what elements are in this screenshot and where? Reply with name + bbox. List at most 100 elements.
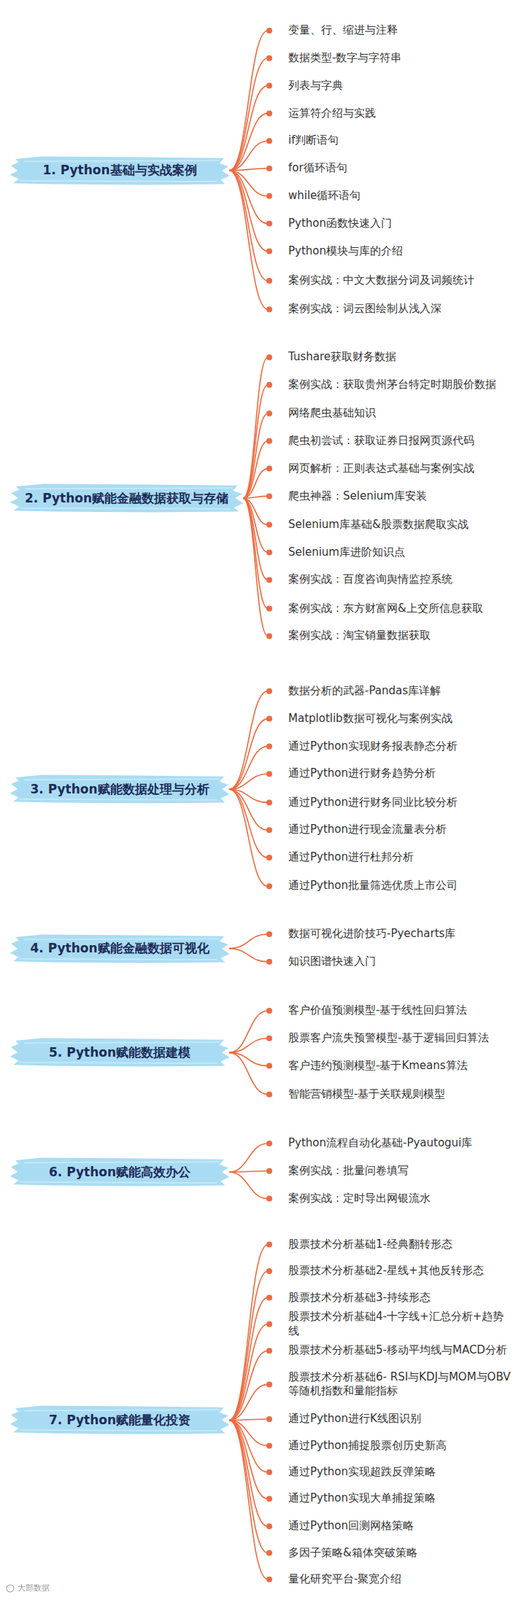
branch-curve: [243, 498, 268, 553]
subtopic-item: 股票技术分析基础3-持续形态: [267, 1290, 516, 1308]
subtopic-text: 通过Python批量筛选优质上市公司: [288, 879, 514, 895]
branch-dot: [266, 1550, 273, 1557]
branch-dot: [266, 716, 273, 723]
topic-title: 3. Python赋能数据处理与分析: [29, 781, 209, 799]
subtopic-text: 股票技术分析基础4-十字线+汇总分析+趋势线: [288, 1310, 514, 1340]
subtopic-text: 通过Python实现财务报表静态分析: [288, 740, 514, 755]
subtopic-item: 通过Python进行杜邦分析: [267, 849, 516, 868]
subtopic-item: 爬虫初尝试：获取证券日报网页源代码: [267, 432, 516, 451]
subtopic-text: Tushare获取财务数据: [288, 350, 514, 365]
topic-title: 4. Python赋能金融数据可视化: [29, 940, 209, 958]
subtopic-item: 股票技术分析基础1-经典翻转形态: [267, 1237, 516, 1255]
branch-dot: [266, 1577, 273, 1584]
subtopic-text: Selenium库进阶知识点: [288, 545, 514, 561]
subtopic-item: 通过Python批量筛选优质上市公司: [267, 877, 516, 896]
branch-curve: [229, 170, 268, 225]
branch-curve: [229, 1325, 268, 1422]
subtopic-text: 数据分析的武器-Pandas库详解: [288, 684, 514, 700]
branch-curve: [243, 498, 268, 609]
branch-dot: [266, 1008, 273, 1015]
subtopic-item: Matplotlib数据可视化与案例实战: [267, 710, 516, 729]
branch-curve: [229, 140, 268, 171]
branch-dot: [266, 493, 273, 500]
branch-dot: [266, 1092, 273, 1099]
subtopic-text: Selenium库基础&股票数据爬取实战: [288, 518, 514, 533]
branch-curve: [229, 691, 268, 790]
subtopic-text: 运算符介绍与实践: [288, 106, 514, 122]
branch-dot: [266, 466, 273, 473]
subtopic-item: 案例实战：淘宝销量数据获取: [267, 627, 516, 646]
subtopic-item: Python流程自动化基础-Pyautogui库: [267, 1135, 516, 1154]
branch-dot: [266, 438, 273, 445]
branch-dot: [266, 1036, 273, 1043]
branch-dot: [266, 1417, 273, 1424]
branch-dot: [266, 855, 273, 862]
branch-curve: [229, 719, 268, 791]
branch-dot: [266, 165, 273, 172]
subtopic-text: 多因子策略&箱体突破策略: [288, 1547, 514, 1562]
subtopic-item: 网页解析：正则表达式基础与案例实战: [267, 460, 516, 479]
subtopic-item: 通过Python进行K线图识别: [267, 1411, 516, 1429]
branch-curve: [229, 774, 268, 790]
branch-curve: [229, 1420, 268, 1554]
branch-dot: [266, 110, 273, 117]
subtopic-item: for循环语句: [267, 159, 516, 178]
subtopic-text: 爬虫初尝试：获取证券日报网页源代码: [288, 434, 514, 449]
subtopic-text: Python函数快速入门: [288, 216, 514, 232]
branch-curve: [229, 746, 268, 790]
subtopic-item: 运算符介绍与实践: [267, 105, 516, 123]
subtopic-text: 股票技术分析基础3-持续形态: [288, 1291, 514, 1307]
subtopic-text: 通过Python进行K线图识别: [288, 1412, 514, 1428]
branch-dot: [266, 688, 273, 695]
topic-band: 7. Python赋能量化投资: [8, 1404, 231, 1438]
subtopic-item: 通过Python捕捉股票创历史新高: [267, 1438, 516, 1456]
topic-band: 5. Python赋能数据建模: [8, 1036, 231, 1070]
subtopic-text: 客户价值预测模型-基于线性回归算法: [288, 1004, 514, 1019]
subtopic-text: 案例实战：百度咨询舆情监控系统: [288, 572, 514, 588]
branch-curve: [229, 168, 268, 171]
branch-dot: [266, 633, 273, 640]
subtopic-item: if判断语句: [267, 132, 516, 150]
subtopic-item: Selenium库基础&股票数据爬取实战: [267, 516, 516, 535]
branch-dot: [266, 549, 273, 556]
subtopic-text: 案例实战：东方财富网&上交所信息获取: [288, 602, 514, 617]
subtopic-text: 客户违约预测模型-基于Kmeans算法: [288, 1059, 514, 1075]
branch-dot: [266, 1443, 273, 1450]
subtopic-item: 通过Python进行财务同业比较分析: [267, 794, 516, 813]
branch-dot: [266, 1295, 273, 1302]
branch-dot: [266, 248, 273, 254]
subtopic-item: 案例实战：词云图绘制从浅入深: [267, 300, 516, 319]
watermark-icon: [6, 1585, 14, 1594]
subtopic-item: 量化研究平台-聚宽介绍: [267, 1572, 516, 1590]
branch-dot: [266, 827, 273, 834]
subtopic-text: 爬虫神器：Selenium库安装: [288, 489, 514, 505]
branch-dot: [266, 410, 273, 417]
branch-curve: [243, 357, 268, 499]
subtopic-text: 案例实战：定时导出网银流水: [288, 1192, 514, 1208]
branch-dot: [266, 221, 273, 227]
subtopic-text: 通过Python捕捉股票创历史新高: [288, 1439, 514, 1455]
subtopic-text: if判断语句: [288, 133, 514, 149]
subtopic-item: 数据可视化进阶技巧-Pyecharts库: [267, 926, 516, 944]
branch-curve: [229, 1053, 268, 1095]
subtopic-item: while循环语句: [267, 187, 516, 206]
branch-curve: [229, 58, 268, 171]
subtopic-text: 变量、行、缩进与注释: [288, 23, 514, 38]
branch-dot: [266, 83, 273, 90]
branch-curve: [229, 1420, 268, 1421]
subtopic-text: 通过Python回测网格策略: [288, 1520, 514, 1535]
subtopic-item: 股票技术分析基础4-十字线+汇总分析+趋势线: [267, 1309, 516, 1341]
subtopic-item: 智能营销模型-基于关联规则模型: [267, 1086, 516, 1105]
subtopic-text: 数据类型-数字与字符串: [288, 51, 514, 66]
branch-dot: [266, 27, 273, 34]
branch-dot: [266, 1242, 273, 1249]
subtopic-item: 知识图谱快速入门: [267, 953, 516, 972]
topic-title: 6. Python赋能高效办公: [48, 1164, 191, 1182]
subtopic-item: 案例实战：定时导出网银流水: [267, 1191, 516, 1209]
branch-curve: [229, 1172, 268, 1173]
subtopic-text: 量化研究平台-聚宽介绍: [288, 1573, 514, 1589]
branch-dot: [266, 577, 273, 584]
branch-curve: [229, 1351, 268, 1421]
branch-dot: [266, 1382, 273, 1389]
subtopic-text: Python模块与库的介绍: [288, 244, 514, 260]
